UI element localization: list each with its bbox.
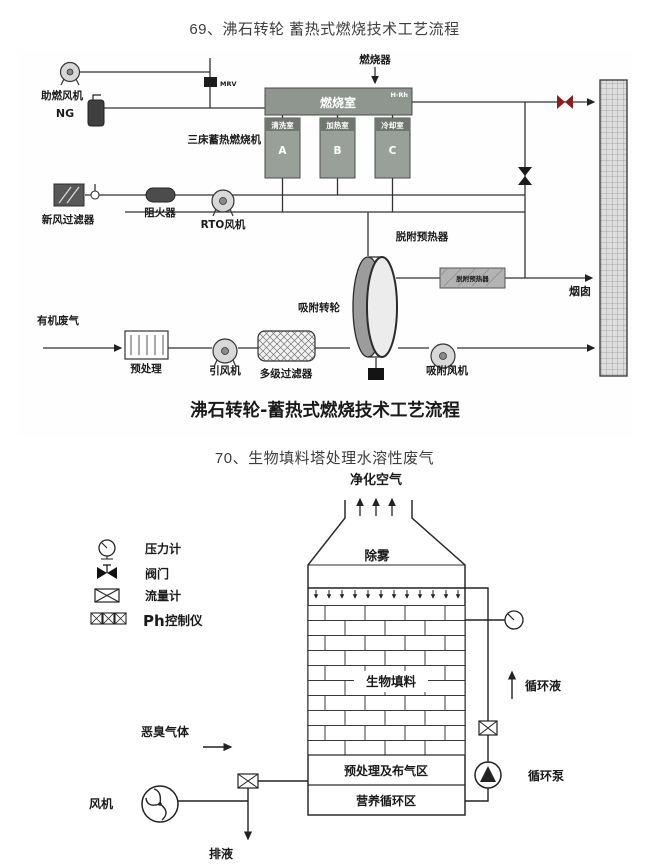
regen-room-b: 加热室 B <box>319 117 356 179</box>
regen-room-c: 冷却室 C <box>374 117 411 179</box>
circulating-pump-label: 循环泵 <box>528 768 564 783</box>
purified-air-label: 净化空气 <box>350 472 402 488</box>
fan-label: 风机 <box>89 796 113 811</box>
room-c-letter: C <box>389 145 397 157</box>
section-title-70: 70、生物填料塔处理水溶性废气 <box>214 450 435 467</box>
fresh-air-filter-label: 新风过滤器 <box>42 213 95 226</box>
small-valve-icon <box>90 190 100 200</box>
flame-arrester-label: 阻火器 <box>144 207 176 219</box>
drain-label: 排液 <box>209 846 233 861</box>
pressure-gauge-icon <box>504 610 524 630</box>
desorption-preheater-label: 脱附预热器 <box>396 230 449 243</box>
diagram1-caption: 沸石转轮-蓄热式燃烧技术工艺流程 <box>190 400 460 421</box>
flame-arrester-icon <box>145 187 176 203</box>
nutrient-zone-label: 营养循环区 <box>356 793 416 808</box>
flow-meter-icon <box>478 720 498 736</box>
legend-flow-label: 流量计 <box>145 588 181 603</box>
bio-tower-diagram: 净化空气 除雾 生物填料 预处理及布气区 营养循环区 循环液 循环泵 压力计 <box>89 472 564 861</box>
bio-packing-label: 生物填料 <box>366 674 417 689</box>
ng-label: NG <box>56 107 74 120</box>
legend-pressure-gauge-icon <box>98 539 116 560</box>
legend-pressure-label: 压力计 <box>145 541 181 556</box>
multistage-filter-icon <box>257 330 316 362</box>
rto-fan-icon <box>211 189 235 217</box>
chimney-label: 烟囱 <box>569 284 591 298</box>
legend-ph-big-label: Ph <box>143 612 165 630</box>
pretreatment-zone-label: 预处理及布气区 <box>344 763 428 778</box>
legend-valve-label: 阀门 <box>145 566 169 581</box>
three-bed-label: 三床蓄热燃烧机 <box>188 133 262 146</box>
combustion-chamber: 燃烧室 H·Rh <box>264 87 413 116</box>
combustion-chamber-label: 燃烧室 <box>320 95 356 110</box>
legend: 压力计 阀门 流量计 Ph 控制仪 <box>90 539 203 630</box>
odor-gas-label: 恶臭气体 <box>141 724 190 739</box>
room-a-name: 清洗室 <box>271 120 294 130</box>
chamber-tag: H·Rh <box>390 91 408 99</box>
induced-fan-icon <box>212 338 238 368</box>
ng-tank-icon <box>87 94 105 127</box>
legend-ph-rest-label: 控制仪 <box>165 613 203 628</box>
preheater-box-label: 脱附预热器 <box>456 274 489 283</box>
diagram-zeolite-rto-process: 烟囱 燃烧器 助燃风机 NG MRV 燃烧室 H·Rh 清洗室 A 加热室 B <box>18 50 632 437</box>
outlet-arrows <box>356 497 396 516</box>
desorption-preheater-box: 脱附预热器 <box>439 267 506 289</box>
burner-label: 燃烧器 <box>359 53 391 66</box>
shutoff-valve-icon <box>518 167 532 185</box>
organic-gas-label: 有机废气 <box>37 314 79 327</box>
induced-fan-label: 引风机 <box>209 364 241 377</box>
recirculation-pipes <box>465 587 517 802</box>
room-c-name: 冷却室 <box>381 120 404 130</box>
fresh-air-filter-icon <box>53 183 85 207</box>
diagram-bio-tower: 净化空气 除雾 生物填料 预处理及布气区 营养循环区 循环液 循环泵 压力计 <box>55 470 630 862</box>
adsorption-rotor-icon <box>352 256 398 380</box>
chimney: 烟囱 <box>569 79 628 377</box>
inlet-flow-meter-icon <box>237 773 259 789</box>
bypass-valve-icon <box>557 95 573 109</box>
fan-icon <box>141 785 179 823</box>
demister-label: 除雾 <box>364 548 390 563</box>
adsorption-fan-icon <box>430 343 456 372</box>
rotor-motor-icon <box>368 368 384 380</box>
pretreatment-label: 预处理 <box>130 362 162 375</box>
zeolite-rto-diagram: 烟囱 燃烧器 助燃风机 NG MRV 燃烧室 H·Rh 清洗室 A 加热室 B <box>37 53 628 421</box>
adsorption-fan-label: 吸附风机 <box>426 364 468 377</box>
legend-ph-controller-icon <box>90 612 127 625</box>
room-b-name: 加热室 <box>325 120 349 130</box>
mrv-valve-icon: MRV <box>204 77 237 88</box>
circulating-pump-icon <box>474 761 502 789</box>
legend-valve-icon <box>97 564 117 579</box>
legend-flow-meter-icon <box>94 588 120 603</box>
room-b-letter: B <box>333 145 341 157</box>
inlet-pipes <box>178 780 308 841</box>
bio-packing-label-bg <box>354 671 428 692</box>
regen-room-a: 清洗室 A <box>264 117 301 179</box>
mrv-label: MRV <box>220 80 237 88</box>
multistage-filter-label: 多级过滤器 <box>260 367 313 380</box>
section-title-69: 69、沸石转轮 蓄热式燃烧技术工艺流程 <box>189 21 460 38</box>
pretreatment-icon <box>124 330 169 360</box>
circulating-liquid-label: 循环液 <box>525 678 561 693</box>
combustion-fan-icon <box>59 61 81 86</box>
combustion-fan-label: 助燃风机 <box>41 89 83 102</box>
room-a-letter: A <box>278 145 287 157</box>
spray-arrows <box>313 590 461 599</box>
rto-fan-label: RTO风机 <box>201 218 246 231</box>
rotor-label: 吸附转轮 <box>298 301 340 314</box>
